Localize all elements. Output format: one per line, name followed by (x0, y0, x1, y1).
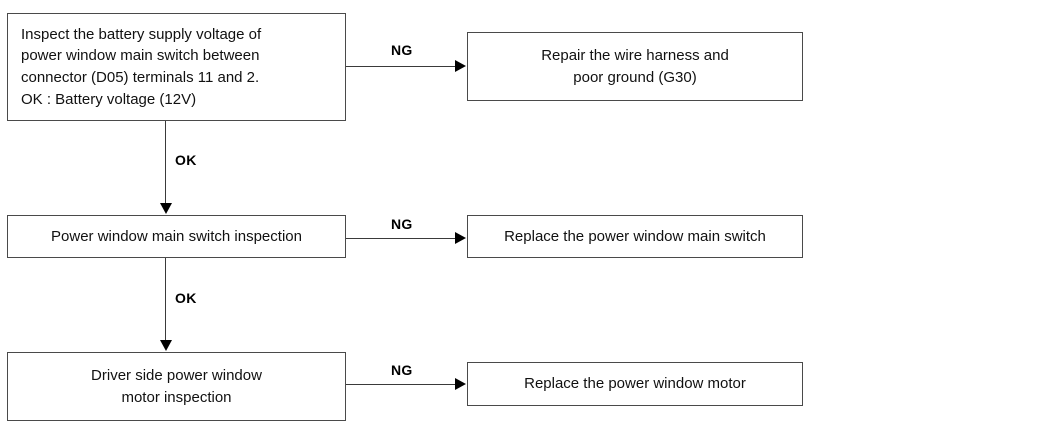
edge-label-ng-1: NG (391, 42, 413, 58)
node-replace-power-window-main-switch: Replace the power window main switch (467, 215, 803, 258)
node-inspect-battery-voltage-text: Inspect the battery supply voltage of po… (21, 25, 262, 108)
connector-ok-1-line (165, 121, 166, 204)
edge-label-ok-2: OK (175, 290, 197, 306)
node-repair-wire-harness-text: Repair the wire harness and poor ground … (541, 46, 729, 86)
connector-ng-3-arrowhead (455, 378, 466, 390)
node-power-window-main-switch-inspection: Power window main switch inspection (7, 215, 346, 258)
node-replace-power-window-motor-text: Replace the power window motor (524, 375, 746, 393)
connector-ng-3-line (346, 384, 457, 385)
node-driver-side-power-window-motor-inspection: Driver side power window motor inspectio… (7, 352, 346, 421)
connector-ng-2-arrowhead (455, 232, 466, 244)
connector-ng-1-line (346, 66, 457, 67)
connector-ng-2-line (346, 238, 457, 239)
connector-ok-2-arrowhead (160, 340, 172, 351)
node-replace-power-window-main-switch-text: Replace the power window main switch (504, 227, 766, 245)
edge-label-ok-1: OK (175, 152, 197, 168)
edge-label-ng-3: NG (391, 362, 413, 378)
connector-ok-2-line (165, 258, 166, 341)
node-driver-side-power-window-motor-inspection-text: Driver side power window motor inspectio… (91, 366, 262, 406)
connector-ok-1-arrowhead (160, 203, 172, 214)
connector-ng-1-arrowhead (455, 60, 466, 72)
edge-label-ng-2: NG (391, 216, 413, 232)
node-inspect-battery-voltage: Inspect the battery supply voltage of po… (7, 13, 346, 121)
node-replace-power-window-motor: Replace the power window motor (467, 362, 803, 406)
node-repair-wire-harness: Repair the wire harness and poor ground … (467, 32, 803, 101)
node-power-window-main-switch-inspection-text: Power window main switch inspection (51, 227, 302, 245)
